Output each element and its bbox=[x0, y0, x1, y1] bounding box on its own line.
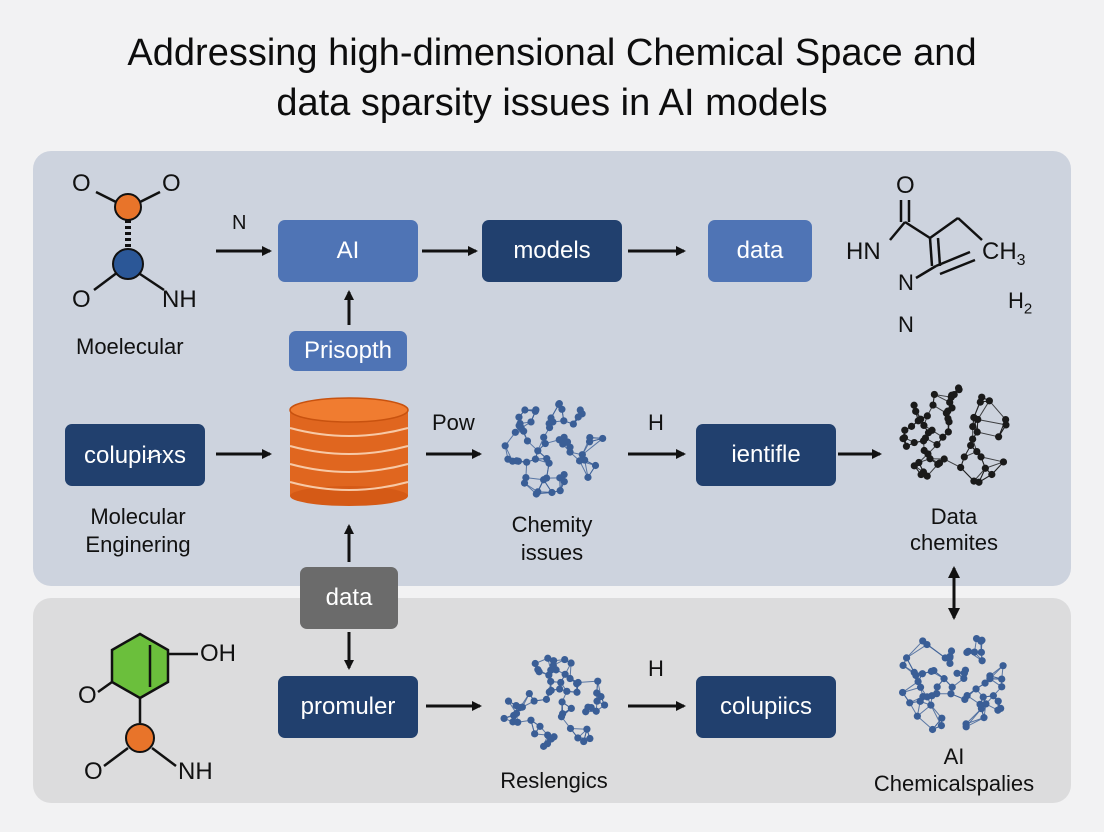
network-icon-3 bbox=[500, 654, 609, 750]
caption-chemity-line2: issues bbox=[520, 540, 584, 565]
title-line-1: Addressing high-dimensional Chemical Spa… bbox=[127, 32, 977, 74]
orange-atom-icon-2 bbox=[125, 723, 155, 753]
ai-box[interactable]: AI bbox=[278, 220, 418, 282]
m2-atom-n1: N bbox=[898, 270, 914, 295]
m3-atom-o2: O bbox=[84, 758, 103, 785]
caption-ai-line2: Chemicalspalies bbox=[873, 771, 1035, 796]
m2-atom-ch3: CH3 bbox=[982, 238, 1026, 269]
promuler-box[interactable]: promuler bbox=[278, 676, 418, 738]
caption-moelecular: Moelecular bbox=[76, 334, 184, 359]
caption-data-line2: chemites bbox=[909, 530, 999, 555]
m1-atom-o-bottom: O bbox=[72, 286, 91, 313]
data-box-top[interactable]: data bbox=[708, 220, 812, 282]
m2-atom-o: O bbox=[896, 172, 915, 199]
m2-atom-hn: HN bbox=[846, 238, 881, 265]
data-box-mid[interactable]: data bbox=[300, 567, 398, 629]
arrow-label-h-mid: H bbox=[648, 410, 664, 435]
colupinxs-box[interactable]: colupiꞥxs bbox=[65, 424, 205, 486]
arrow-label-h-bottom: H bbox=[648, 656, 664, 681]
blue-atom-icon bbox=[112, 248, 144, 280]
bottom-panel bbox=[33, 598, 1071, 803]
m2-atom-n2: N bbox=[898, 312, 914, 337]
caption-chemity-line1: Chemity bbox=[511, 512, 593, 537]
orange-atom-icon bbox=[114, 193, 142, 221]
caption-molecular-line2: Enginering bbox=[85, 532, 191, 557]
molecule-icon-2 bbox=[889, 200, 983, 280]
arrow-icons bbox=[216, 246, 960, 711]
m1-atom-o-left: O bbox=[72, 170, 91, 197]
m1-atom-nh: NH bbox=[162, 286, 197, 313]
molecule-icon-3 bbox=[97, 645, 198, 767]
arrow-label-pow: Pow bbox=[432, 410, 475, 435]
m2-atom-h2: H2 bbox=[1008, 288, 1033, 318]
caption-data-line1: Data bbox=[930, 504, 978, 529]
network-icon-1 bbox=[501, 400, 607, 498]
m3-atom-oh: OH bbox=[200, 640, 236, 667]
m3-atom-o1: O bbox=[78, 682, 97, 709]
caption-molecular-line1: Molecular bbox=[90, 504, 186, 529]
database-icon bbox=[289, 397, 409, 506]
colupiics-box[interactable]: colupiics bbox=[696, 676, 836, 738]
m3-atom-nh: NH bbox=[178, 758, 213, 785]
green-ring-icon bbox=[110, 632, 170, 700]
network-icon-4 bbox=[899, 634, 1007, 734]
title-line-2: data sparsity issues in AI models bbox=[276, 82, 828, 124]
prisopth-box[interactable]: Prisopth bbox=[289, 331, 407, 371]
caption-reslengics: Reslengics bbox=[500, 768, 608, 793]
arrow-label-n: N bbox=[232, 212, 247, 234]
models-box[interactable]: models bbox=[482, 220, 622, 282]
ientifle-box[interactable]: ientifle bbox=[696, 424, 836, 486]
page-title: Addressing high-dimensional Chemical Spa… bbox=[0, 28, 1104, 128]
m1-atom-o-right: O bbox=[162, 170, 181, 197]
caption-ai-line1: AI bbox=[943, 744, 965, 769]
network-icon-2 bbox=[899, 384, 1010, 486]
